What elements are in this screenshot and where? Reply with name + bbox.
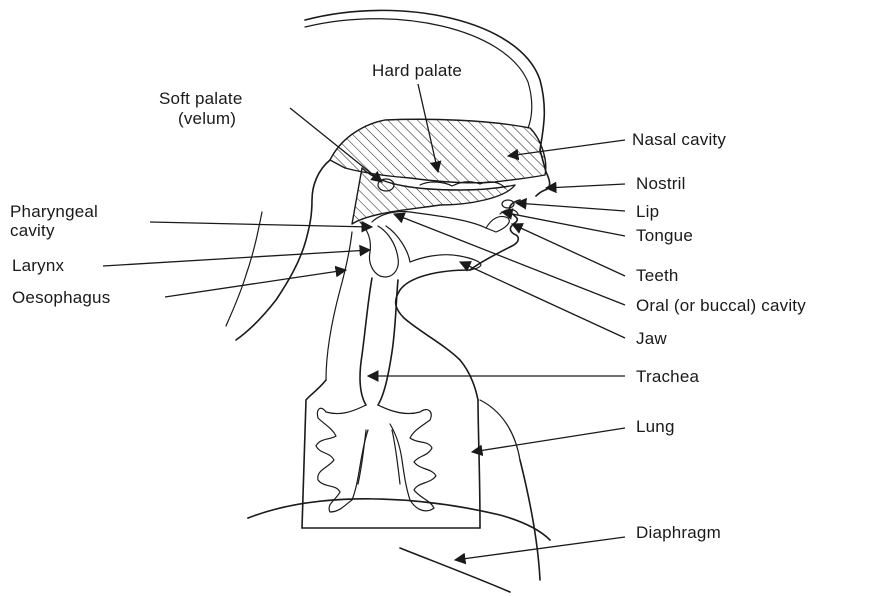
leader-teeth [512, 224, 625, 276]
label-pharyngeal-line1: Pharyngeal [10, 202, 98, 221]
label-trachea: Trachea [636, 367, 699, 386]
label-soft-palate-line2: (velum) [178, 109, 236, 128]
pharynx-outline [360, 222, 398, 277]
label-nasal-cavity: Nasal cavity [632, 130, 726, 149]
label-lip: Lip [636, 202, 659, 221]
leader-jaw [460, 262, 625, 338]
label-jaw: Jaw [636, 329, 667, 348]
leader-larynx [103, 250, 370, 266]
leader-pharyngeal [150, 222, 372, 227]
label-pharyngeal-line2: cavity [10, 221, 55, 240]
lung-right-edge [480, 400, 520, 460]
label-tongue: Tongue [636, 226, 693, 245]
leader-oesophagus [165, 270, 346, 297]
label-soft-palate-line1: Soft palate [159, 89, 242, 108]
label-diaphragm: Diaphragm [636, 523, 721, 542]
tongue-shape [372, 211, 486, 228]
bronchi [316, 405, 436, 512]
leader-lip [516, 203, 625, 211]
bronchi-inner [358, 430, 400, 484]
shoulder-line [226, 212, 262, 326]
neck-front [396, 270, 478, 400]
diaphragm-curve [248, 499, 550, 540]
label-nostril: Nostril [636, 174, 686, 193]
jaw-outline [410, 255, 481, 270]
leader-diaphragm [455, 537, 625, 560]
torso-right [520, 460, 540, 580]
label-hard-palate: Hard palate [372, 61, 462, 80]
oesophagus-tube [326, 232, 352, 380]
label-lung: Lung [636, 417, 675, 436]
label-larynx: Larynx [12, 256, 65, 275]
neck-back [236, 160, 330, 340]
label-oral-cavity: Oral (or buccal) cavity [636, 296, 806, 315]
label-teeth: Teeth [636, 266, 679, 285]
label-oesophagus: Oesophagus [12, 288, 110, 307]
leader-nostril [546, 184, 625, 188]
lower-teeth [486, 216, 509, 232]
trachea-tube [360, 278, 398, 405]
leader-lung [472, 428, 625, 452]
leader-tongue [502, 212, 625, 236]
